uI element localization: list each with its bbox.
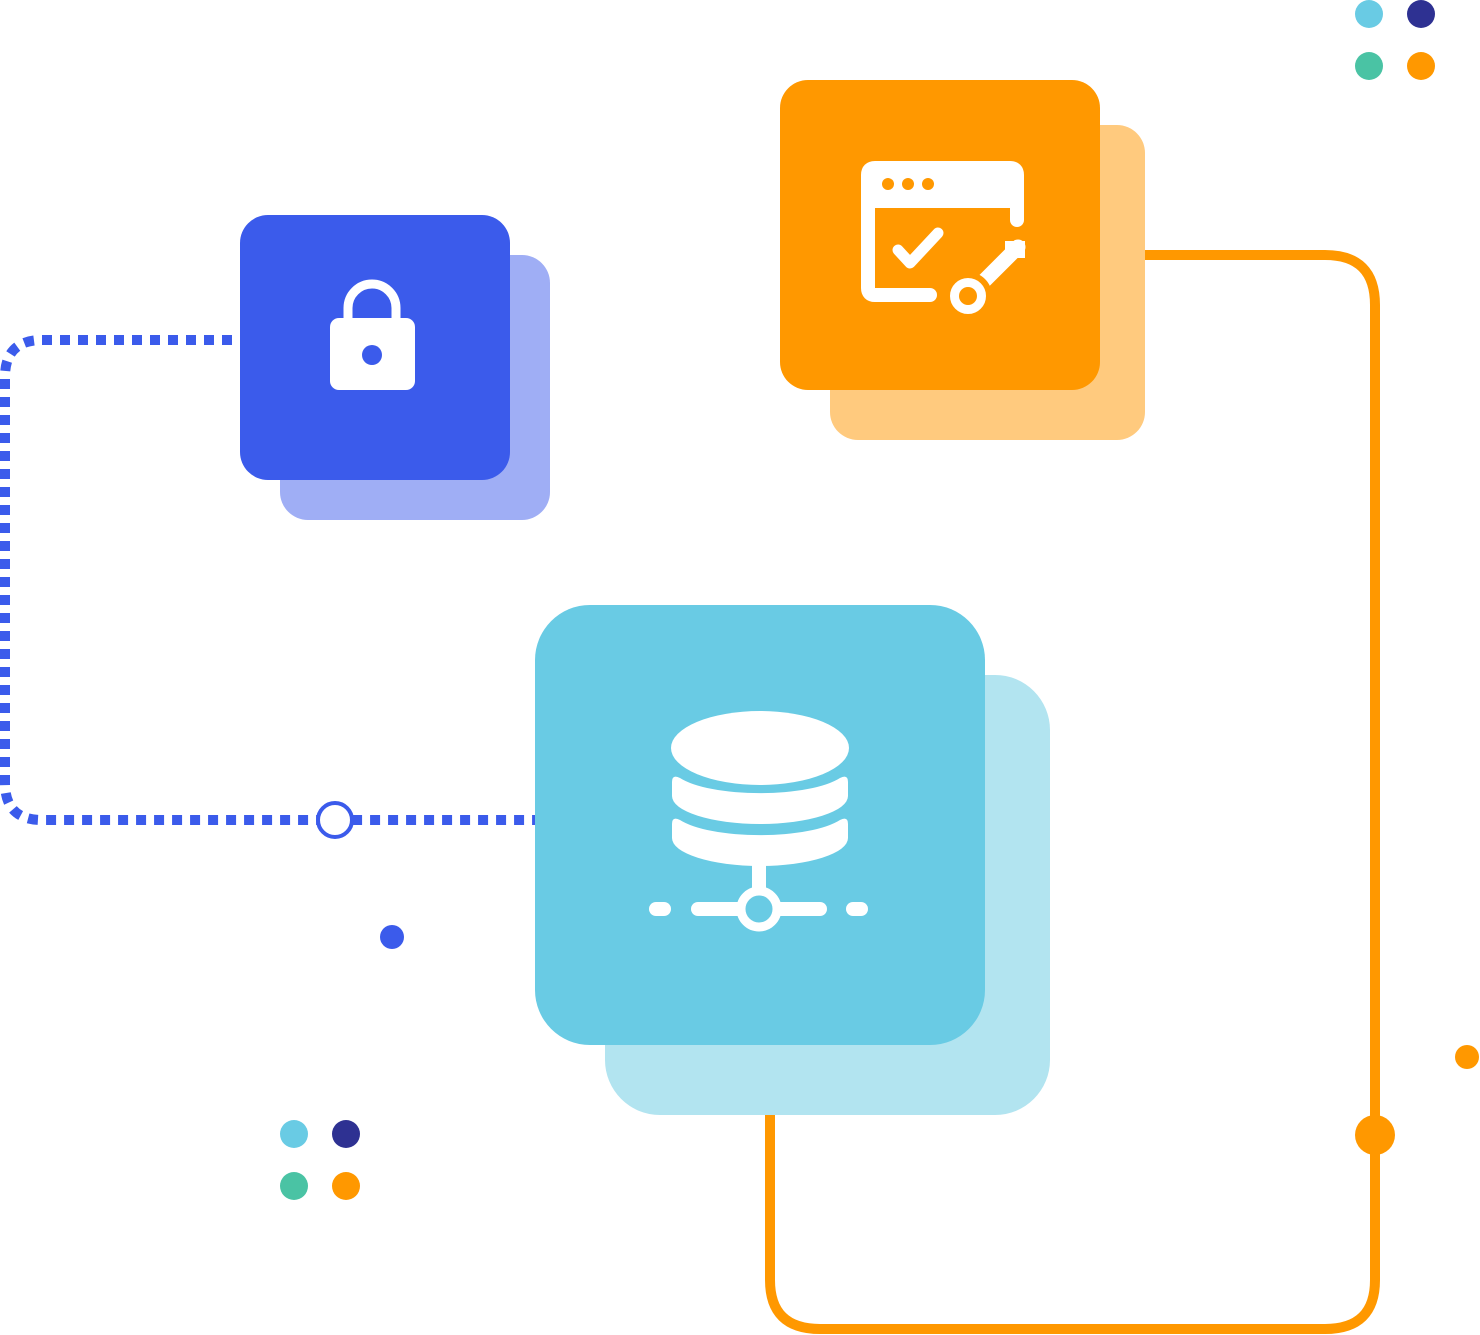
database-network-icon <box>649 711 868 932</box>
node-database-network <box>535 605 1050 1115</box>
connector-security-to-database <box>0 335 535 825</box>
dot-cluster-bottom-left <box>280 1120 360 1200</box>
dot-cluster-top-right <box>1355 0 1435 80</box>
connector-junction-ring <box>316 801 354 839</box>
node-access-management <box>780 80 1145 440</box>
node-security <box>240 215 550 520</box>
decor-dot-orange <box>1455 1045 1479 1069</box>
connector-junction-dot <box>1355 1115 1395 1155</box>
decor-dot-blue <box>380 925 404 949</box>
connector-access-to-database <box>765 250 1380 1334</box>
browser-check-key-icon <box>861 161 1026 320</box>
padlock-icon <box>330 279 415 390</box>
node-database-card <box>535 605 985 1045</box>
